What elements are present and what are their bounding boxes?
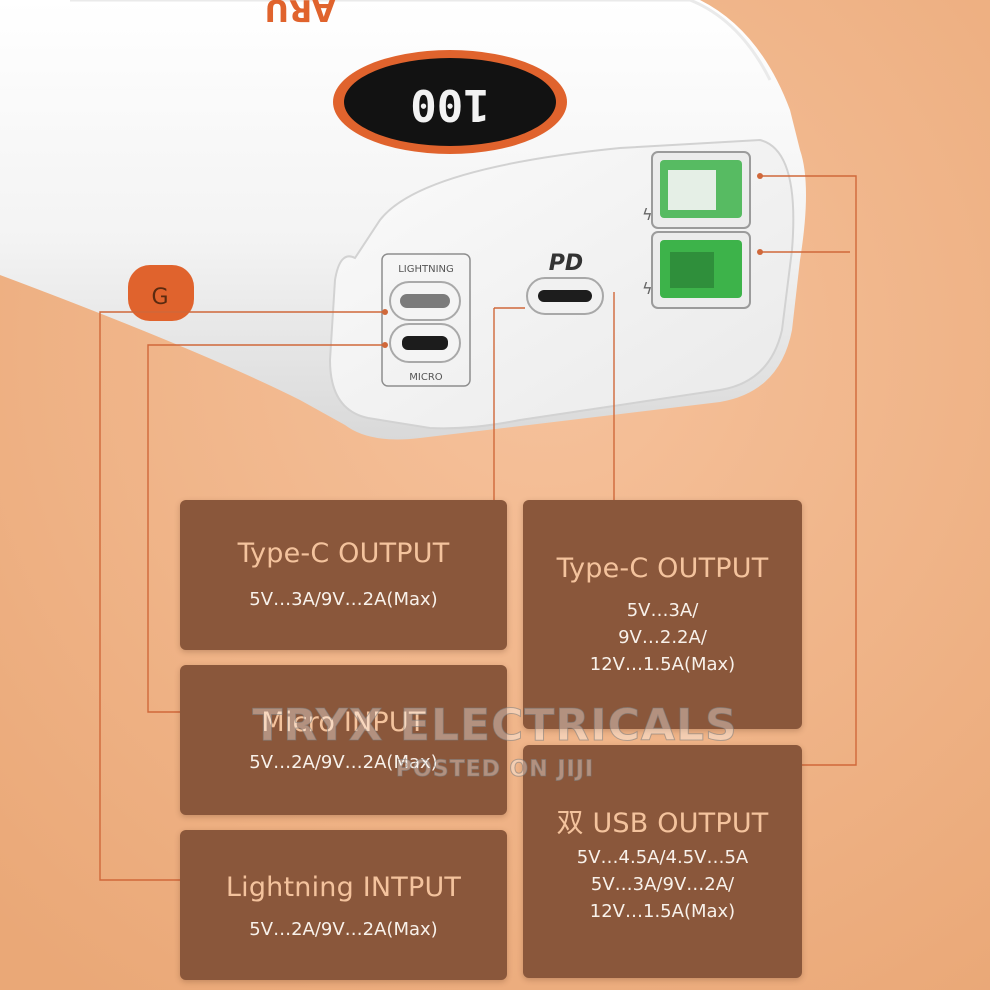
lightning-port (400, 294, 450, 308)
typec-output-card-right: Type-C OUTPUT 5V…3A/ 9V…2.2A/ 12V…1.5A(M… (523, 500, 802, 729)
callout-dots (382, 173, 763, 348)
callout-leader-lines (99, 175, 857, 881)
battery-display: 100 (333, 50, 567, 154)
card-title: Micro INPUT (261, 707, 426, 738)
power-button[interactable]: G (128, 265, 194, 321)
lightning-input-card: Lightning INTPUT 5V…2A/9V…2A(Max) (180, 830, 507, 980)
micro-port (402, 336, 448, 350)
card-title: Type-C OUTPUT (556, 553, 769, 584)
spec-line: 12V…1.5A(Max) (589, 901, 736, 922)
spec-line: 5V…2A/9V…2A(Max) (249, 919, 438, 940)
card-spec: 5V…3A/ 9V…2.2A/ 12V…1.5A(Max) (523, 597, 802, 678)
typec-port: PD (526, 251, 604, 315)
card-spec: 5V…2A/9V…2A(Max) (180, 916, 507, 943)
fast-charge-icon: ϟ (642, 279, 653, 298)
micro-input-card: Micro INPUT 5V…2A/9V…2A(Max) (180, 665, 507, 815)
micro-port-label: MICRO (409, 372, 443, 383)
brand-logo-text: ARU (265, 0, 336, 27)
typec-output-card-left: Type-C OUTPUT 5V…3A/9V…2A(Max) (180, 500, 507, 650)
display-value: 100 (410, 79, 489, 130)
spec-line: 5V…3A/9V…2A(Max) (249, 589, 438, 610)
usb-a-ports: ϟ ϟ (642, 151, 751, 309)
card-title: Type-C OUTPUT (237, 538, 450, 569)
lightning-port-label: LIGHTNING (398, 264, 454, 275)
fast-charge-icon: ϟ (642, 205, 653, 224)
dual-usb-output-card: 双 USB OUTPUT 5V…4.5A/4.5V…5A 5V…3A/9V…2A… (523, 745, 802, 978)
spec-line: 5V…3A/9V…2A/ (590, 874, 735, 895)
power-icon: G (151, 285, 168, 310)
card-spec: 5V…2A/9V…2A(Max) (180, 749, 507, 776)
input-port-cluster: LIGHTNING MICRO (381, 253, 471, 387)
spec-line: 5V…4.5A/4.5V…5A (576, 847, 749, 868)
card-spec: 5V…3A/9V…2A(Max) (180, 586, 507, 613)
card-title: Lightning INTPUT (225, 872, 462, 903)
spec-line: 12V…1.5A(Max) (589, 654, 736, 675)
spec-line: 5V…3A/ (626, 600, 699, 621)
card-title: 双 USB OUTPUT (556, 808, 769, 839)
power-bank-top-edge (70, 0, 772, 81)
spec-line: 9V…2.2A/ (618, 627, 707, 648)
card-spec: 5V…4.5A/4.5V…5A 5V…3A/9V…2A/ 12V…1.5A(Ma… (523, 844, 802, 925)
spec-line: 5V…2A/9V…2A(Max) (249, 752, 438, 773)
pd-logo: PD (549, 251, 583, 276)
